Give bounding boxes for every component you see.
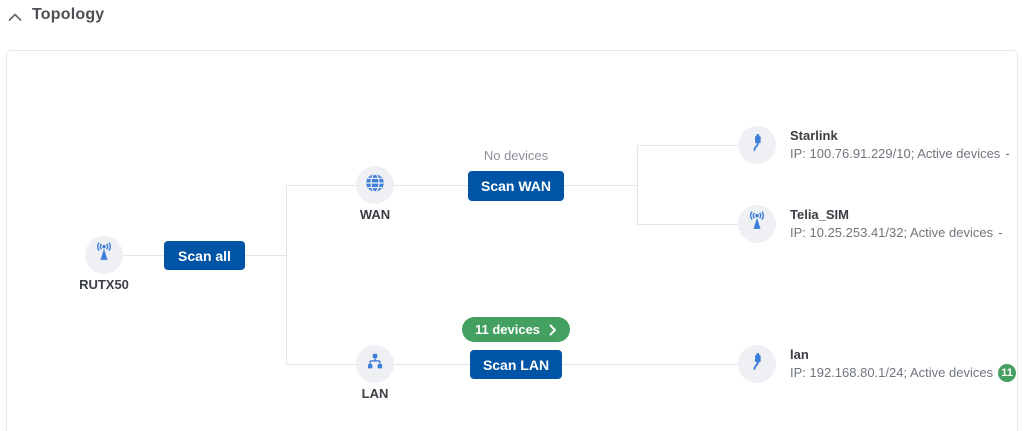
leaf-ip-info: IP: 192.168.80.1/24; Active devices 11	[790, 364, 1017, 382]
scan-lan-button[interactable]: Scan LAN	[470, 350, 562, 379]
node-label-lan: LAN	[361, 386, 389, 401]
connector-line	[286, 364, 356, 365]
cable-icon	[747, 132, 768, 158]
leaf-ip-text: IP: 100.76.91.229/10; Active devices	[790, 146, 1001, 161]
connector-line	[286, 185, 356, 186]
section-header: Topology	[8, 6, 104, 24]
leaf-ip-info: IP: 100.76.91.229/10; Active devices -	[790, 145, 1010, 163]
connector-line	[394, 185, 468, 186]
node-telia-sim	[738, 205, 776, 243]
node-wan	[356, 166, 394, 204]
leaf-name: Telia_SIM	[790, 207, 850, 222]
node-label-rutx50: RUTX50	[79, 277, 129, 292]
leaf-telia-sim: Telia_SIM IP: 10.25.253.41/32; Active de…	[790, 206, 1002, 242]
scan-wan-button[interactable]: Scan WAN	[468, 171, 564, 201]
connector-line	[245, 255, 286, 256]
connector-line	[637, 145, 738, 146]
sitemap-icon	[364, 351, 386, 378]
globe-icon	[364, 172, 386, 199]
page-title: Topology	[32, 6, 105, 23]
leaf-lan: lan IP: 192.168.80.1/24; Active devices …	[790, 346, 1017, 382]
active-devices-count-badge: 11	[998, 364, 1017, 382]
node-lan	[356, 345, 394, 383]
connector-line	[637, 145, 638, 224]
leaf-starlink: Starlink IP: 100.76.91.229/10; Active de…	[790, 127, 1010, 163]
node-label-wan: WAN	[359, 207, 391, 222]
connector-line	[394, 364, 470, 365]
node-starlink	[738, 126, 776, 164]
chevron-up-icon[interactable]	[8, 12, 22, 22]
leaf-name: Starlink	[790, 128, 838, 143]
node-lan-leaf	[738, 345, 776, 383]
lan-devices-badge-label: 11 devices	[474, 322, 541, 337]
lan-devices-badge[interactable]: 11 devices	[462, 317, 570, 342]
leaf-ip-text: IP: 192.168.80.1/24; Active devices	[790, 365, 994, 380]
antenna-icon	[93, 241, 115, 269]
wan-status-text: No devices	[483, 148, 549, 163]
leaf-active-count: -	[998, 225, 1003, 240]
connector-line	[562, 364, 738, 365]
scan-all-button[interactable]: Scan all	[164, 241, 245, 270]
connector-line	[286, 185, 287, 364]
leaf-ip-text: IP: 10.25.253.41/32; Active devices	[790, 225, 994, 240]
connector-line	[637, 224, 738, 225]
antenna-icon	[746, 210, 768, 238]
connector-line	[123, 255, 164, 256]
cable-icon	[747, 351, 768, 377]
leaf-ip-info: IP: 10.25.253.41/32; Active devices -	[790, 224, 1002, 242]
leaf-name: lan	[790, 347, 809, 362]
connector-line	[564, 185, 637, 186]
leaf-active-count: -	[1005, 146, 1010, 161]
chevron-right-icon	[549, 324, 557, 336]
node-rutx50	[85, 236, 123, 274]
